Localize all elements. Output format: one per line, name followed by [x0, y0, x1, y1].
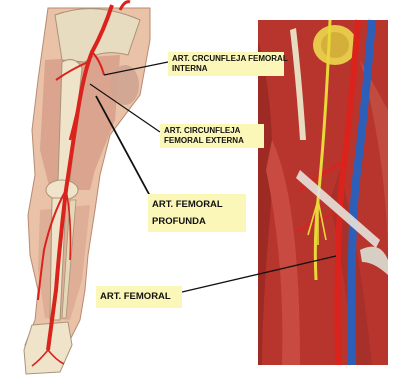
label-line: ART. FEMORAL — [152, 198, 242, 211]
label-line: INTERNA — [172, 64, 280, 74]
leg-illustration — [24, 2, 150, 374]
label-circunfleja-femoral-externa: ART. CIRCUNFLEJA FEMORAL EXTERNA — [160, 124, 264, 148]
label-circunfleja-femoral-interna: ART. CRCUNFLEJA FEMORAL INTERNA — [168, 52, 284, 76]
label-line: FEMORAL EXTERNA — [164, 136, 260, 146]
label-line: ART. FEMORAL — [100, 290, 178, 303]
label-line: ART. CRCUNFLEJA FEMORAL — [172, 54, 280, 64]
label-femoral-profunda: ART. FEMORAL PROFUNDA — [148, 194, 246, 232]
label-line: PROFUNDA — [152, 215, 242, 228]
label-line: ART. CIRCUNFLEJA — [164, 126, 260, 136]
label-femoral: ART. FEMORAL — [96, 286, 182, 308]
